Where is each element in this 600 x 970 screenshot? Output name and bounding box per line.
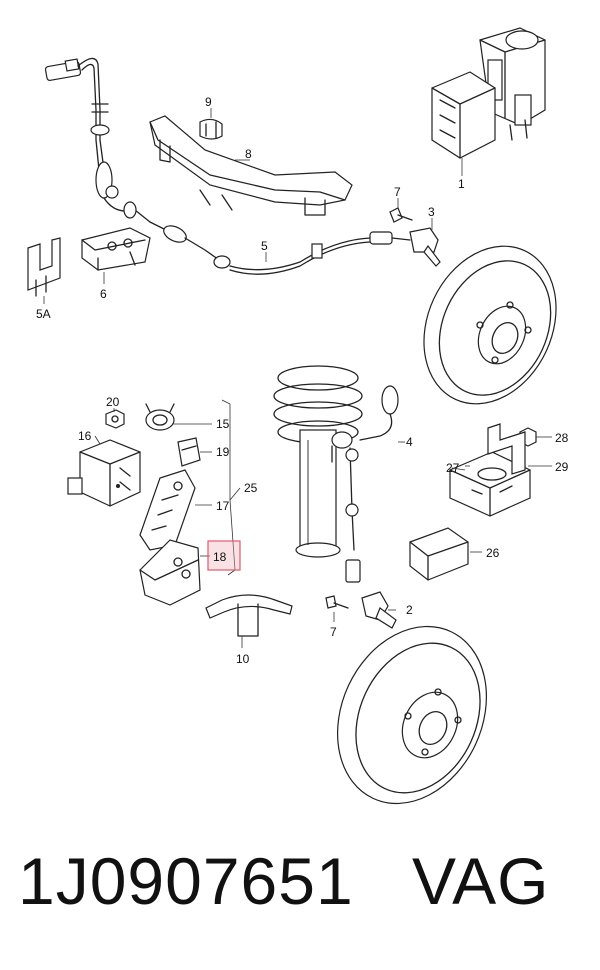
leader-lines: [94, 252, 470, 557]
part-19-clip: [177, 437, 201, 467]
brand-name: VAG: [412, 844, 550, 918]
label-part-3: 3: [428, 205, 435, 219]
label-part-27: 27: [446, 461, 460, 475]
label-part-20: 20: [106, 395, 120, 409]
part-20-nut: [105, 409, 125, 429]
label-part-19: 19: [216, 445, 230, 459]
label-part-28: 28: [555, 431, 569, 445]
part-5a-bracket: [27, 237, 61, 304]
part-26-cover: [409, 527, 482, 581]
part-10-clamp: [205, 594, 293, 648]
part-8-bracket-arm: [149, 115, 353, 216]
label-part-5: 5: [261, 239, 268, 253]
part-18-bracket: [139, 539, 201, 606]
front-brake-disc: [423, 245, 557, 405]
label-part-7-upper: 7: [394, 185, 401, 199]
suspension-strut: [273, 365, 363, 558]
part-number: 1J0907651: [18, 844, 354, 918]
rear-brake-disc: [336, 625, 488, 805]
label-part-17: 17: [216, 499, 230, 513]
label-part-2: 2: [406, 603, 413, 617]
label-part-9: 9: [205, 95, 212, 109]
label-part-6: 6: [100, 287, 107, 301]
label-part-8: 8: [245, 147, 252, 161]
label-part-1: 1: [458, 177, 465, 191]
highlight-part-18: [207, 540, 241, 571]
label-part-29: 29: [555, 460, 569, 474]
label-part-26: 26: [486, 546, 500, 560]
part-7-bolt-lower: [325, 595, 349, 622]
label-part-5a: 5A: [36, 307, 51, 321]
part-4-sensor-wire: [331, 385, 405, 583]
part-17-mounting-plate: [139, 469, 196, 551]
part-9-clip: [199, 108, 223, 140]
part-3-speed-sensor-front: [369, 218, 441, 267]
label-part-7-lower: 7: [330, 625, 337, 639]
label-part-18: 18: [213, 550, 227, 564]
part-29-bracket: [487, 423, 552, 475]
part-labels: 9 8 1 7 3 5 6 5A 20 15 16 4 28 19 27 29 …: [36, 95, 569, 666]
label-part-16: 16: [78, 429, 92, 443]
label-part-15: 15: [216, 417, 230, 431]
abs-control-unit: [431, 27, 546, 176]
part-2-speed-sensor-rear: [361, 591, 397, 629]
label-part-10: 10: [236, 652, 250, 666]
part-6-bracket: [81, 227, 151, 284]
part-15-grommet: [145, 403, 175, 431]
sensor-wiring-harness: [44, 57, 371, 275]
part-27-control-unit: [449, 451, 531, 517]
label-part-25: 25: [244, 481, 258, 495]
part-7-bolt-upper: [389, 198, 413, 223]
label-part-4: 4: [406, 435, 413, 449]
parts-diagram: 9 8 1 7 3 5 6 5A 20 15 16 4 28 19 27 29 …: [27, 27, 569, 805]
part-16-module: [67, 439, 141, 507]
